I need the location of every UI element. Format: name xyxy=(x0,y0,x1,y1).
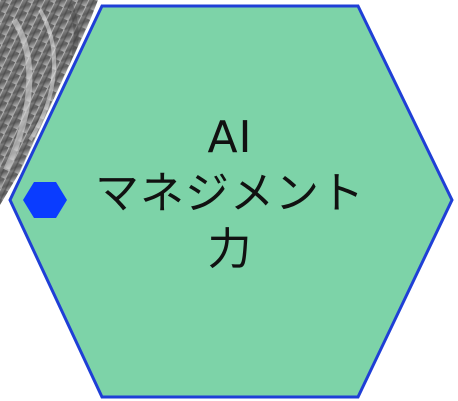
label-line-3: 力 xyxy=(208,222,253,278)
hexagon-label: AI マネジメント 力 xyxy=(60,110,400,278)
label-line-1: AI xyxy=(207,110,252,166)
label-line-2: マネジメント xyxy=(95,166,365,222)
